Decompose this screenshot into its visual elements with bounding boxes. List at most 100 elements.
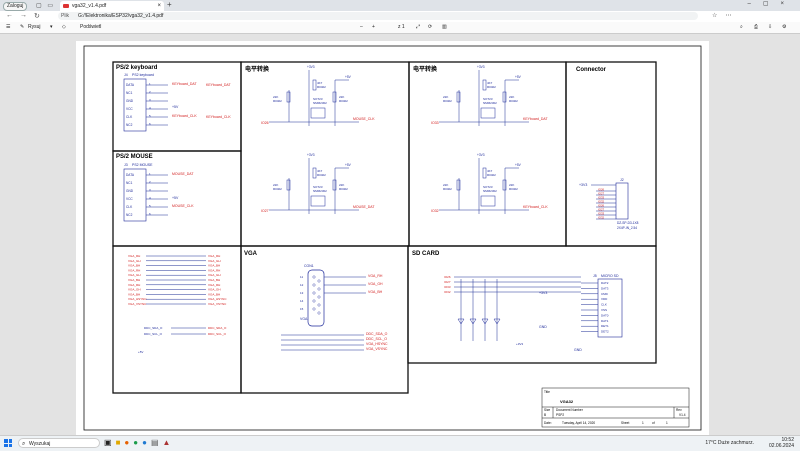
draw-button[interactable]: Rysuj <box>28 24 41 30</box>
back-icon[interactable]: ← <box>6 12 13 19</box>
refresh-icon[interactable]: ↻ <box>34 13 40 20</box>
level-net-label: KEYboard_CLK <box>523 205 548 209</box>
tab-bar: Zaloguj ▢ ▭ vga32_v1.4.pdf × + –▢× <box>0 0 800 11</box>
resistor <box>312 79 317 91</box>
sd-pin-label: CMD <box>601 292 609 296</box>
clock-time: 10:52 <box>781 437 794 443</box>
pin-label: NC1 <box>126 91 133 95</box>
level-shift-title-1: 电平转换 <box>245 65 270 73</box>
mouse-net-vcc: +5V <box>172 196 179 200</box>
save-icon[interactable]: ⇩ <box>768 24 773 30</box>
page-total: z 1 <box>398 24 405 30</box>
eraser-icon[interactable]: ◇ <box>62 24 66 30</box>
sd-name: MICRO SD <box>601 274 619 278</box>
pin-label: DATA <box>126 173 135 177</box>
rotate-icon[interactable]: ⟳ <box>428 24 433 30</box>
fet-package: SOT23 <box>313 97 323 101</box>
sd-pin-label: CLK <box>601 303 607 307</box>
clock[interactable]: 10:52 02.06.2024 <box>769 437 794 449</box>
pin-number: 3 <box>149 98 151 102</box>
tb-docnum-label: Document Number <box>556 408 584 412</box>
level-shifter: +3V34K7R040222KR040222KR0402+5VSOT23NMM2… <box>261 65 375 126</box>
tvs-diode <box>493 318 501 325</box>
weather-widget[interactable]: 17°C Duże zachmurz. <box>705 440 754 446</box>
mosfet <box>480 195 496 207</box>
tab-actions-icons[interactable]: ▢ ▭ <box>36 3 56 9</box>
taskbar: ⌕ Wyszukaj ▣■●●●▤▲ 17°C Duże zachmurz. 1… <box>0 435 800 451</box>
bank-net-in: VGA_RH <box>128 254 140 258</box>
bank-net-out: VGA_VSYNC <box>208 302 227 306</box>
level-net-label: MOUSE_CLK <box>353 117 375 121</box>
address-field[interactable]: Plik G:/!Elektronika/ESP32/vga32_v1.4.pd… <box>58 12 698 20</box>
bank-net-out: VGA_HSYNC <box>208 297 227 301</box>
vga-net-right: VGA_BH <box>368 290 383 294</box>
highlight-icon[interactable]: ▾ <box>50 24 53 30</box>
toc-icon[interactable]: ☰ <box>6 24 11 30</box>
draw-icon[interactable]: ✎ <box>20 24 25 30</box>
sd-pin-label: DAT1 <box>601 319 609 323</box>
resistor-package: R0402 <box>487 85 496 89</box>
j2-pin-net: IO33 <box>598 212 605 216</box>
bank-net-in: VGA_BH <box>128 292 140 296</box>
resistor <box>502 91 507 103</box>
tb-size: B <box>544 413 546 417</box>
resistor-value: 22K <box>273 95 278 99</box>
profile-button[interactable]: Zaloguj <box>3 2 28 11</box>
block-borders <box>112 61 657 394</box>
v33-label: +3V3 <box>307 153 315 157</box>
resistor <box>286 91 291 103</box>
vga-pin <box>312 283 316 287</box>
mouse-net-clk: MOUSE_CLK <box>172 204 194 208</box>
vga-pin <box>317 279 321 283</box>
sd-pin-label: VSS <box>601 308 607 312</box>
pin-label: VCC <box>126 107 133 111</box>
vga-pin-number: 13 <box>300 291 304 295</box>
highlight-button[interactable]: Podświetl <box>80 24 102 30</box>
print-icon[interactable]: ⎙ <box>754 24 759 30</box>
v5-label: +5V <box>515 75 522 79</box>
tb-sheet: 1 <box>642 421 644 425</box>
bank-net-in: VGA_GH <box>128 273 141 277</box>
kb-net-vcc: +5V <box>172 105 179 109</box>
window-controls[interactable]: –▢× <box>747 1 796 7</box>
taskbar-search-placeholder: Wyszukaj <box>29 441 51 447</box>
resistor-value: 22K <box>339 183 344 187</box>
ddc-net-in: DDC_SDA_O <box>144 326 163 330</box>
v33-label: +3V3 <box>477 153 485 157</box>
vga-pin <box>312 299 316 303</box>
fet-package: SOT23 <box>313 185 323 189</box>
vga-pin-number: 11 <box>300 275 303 279</box>
taskbar-apps[interactable]: ▣■●●●▤▲ <box>104 438 174 447</box>
toolbar-right-icons[interactable]: ☆⋯ <box>712 13 740 19</box>
fet-value: NMM2302 <box>483 189 497 193</box>
resistor <box>456 91 461 103</box>
bank-net-in: VGA_BH <box>128 278 140 282</box>
pin-label: NC2 <box>126 213 133 217</box>
fit-icon[interactable]: ⤢ <box>416 24 421 30</box>
forward-icon[interactable]: → <box>20 12 27 19</box>
zoom-out-icon[interactable]: – <box>360 24 363 30</box>
tab-active[interactable]: vga32_v1.4.pdf × <box>60 1 164 11</box>
io-net-label: IO26 <box>261 121 269 125</box>
windows-start-icon[interactable] <box>4 439 12 447</box>
zoom-in-icon[interactable]: + <box>372 24 375 30</box>
sd-gnd-2: GND <box>574 348 582 352</box>
close-tab-icon[interactable]: × <box>157 3 161 9</box>
resistor-value: 22K <box>339 95 344 99</box>
sd-pin-label: DET1 <box>601 324 609 328</box>
search-pdf-icon[interactable]: ⌕ <box>740 24 743 30</box>
vga-pin <box>317 311 321 315</box>
sd-card-title: SD CARD <box>412 251 440 257</box>
vga-net-right: VGA_GH <box>368 282 383 286</box>
sd-pin-label: DAT3 <box>601 286 609 290</box>
resistor-package: R0402 <box>443 99 452 103</box>
pin-number: 1 <box>149 172 151 176</box>
sd-pin-label: VDD <box>601 297 608 301</box>
new-tab-icon[interactable]: + <box>167 0 172 9</box>
settings-icon[interactable]: ⚙ <box>782 24 787 30</box>
taskbar-search-input[interactable]: ⌕ Wyszukaj <box>18 438 100 448</box>
view-icon[interactable]: ▥ <box>442 24 447 30</box>
vga-title: VGA <box>244 251 258 257</box>
vga-pin <box>312 307 316 311</box>
v33-label: +3V3 <box>307 65 315 69</box>
